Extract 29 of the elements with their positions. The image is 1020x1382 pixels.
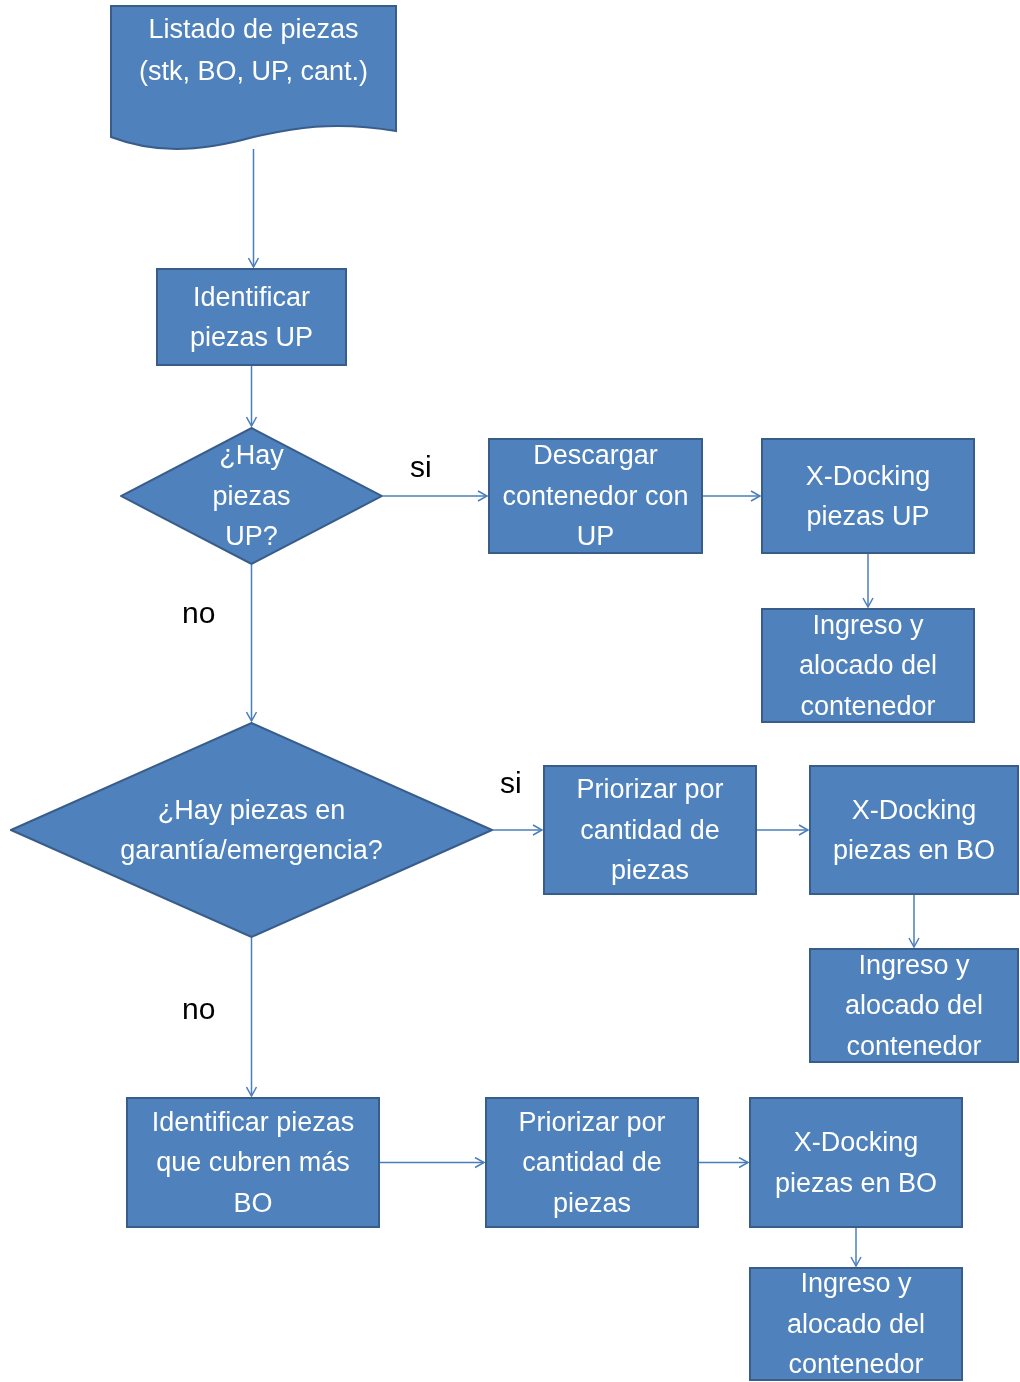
arrow bbox=[492, 824, 543, 836]
process-box: X-Docking piezas UP bbox=[761, 438, 975, 554]
arrow bbox=[245, 365, 258, 427]
decision-text: ¿Hay piezas UP? bbox=[211, 439, 292, 554]
arrow bbox=[245, 564, 258, 722]
process-box: Priorizar por cantidad de piezas bbox=[543, 765, 757, 895]
process-box: X-Docking piezas en BO bbox=[809, 765, 1019, 895]
arrow bbox=[862, 553, 874, 608]
document-text: Listado de piezas (stk, BO, UP, cant.) bbox=[137, 13, 370, 88]
process-box: Identificar piezas que cubren más BO bbox=[126, 1097, 380, 1228]
process-box: Ingreso y alocado del contenedor bbox=[761, 608, 975, 723]
arrow bbox=[850, 1227, 862, 1267]
decision-text: ¿Hay piezas en garantía/emergencia? bbox=[119, 793, 384, 867]
arrow bbox=[382, 490, 488, 502]
process-box: X-Docking piezas en BO bbox=[749, 1097, 963, 1228]
process-box: Ingreso y alocado del contenedor bbox=[749, 1267, 963, 1381]
arrow bbox=[908, 894, 920, 948]
process-box: Descargar contenedor con UP bbox=[488, 438, 703, 554]
arrow bbox=[702, 490, 761, 502]
decision-diamond bbox=[120, 427, 383, 565]
process-box: Priorizar por cantidad de piezas bbox=[485, 1097, 699, 1228]
process-box: Identificar piezas UP bbox=[156, 268, 347, 366]
arrow bbox=[245, 937, 258, 1097]
arrow bbox=[247, 148, 260, 268]
arrow bbox=[756, 824, 809, 836]
arrow bbox=[698, 1156, 749, 1169]
process-box: Ingreso y alocado del contenedor bbox=[809, 948, 1019, 1063]
arrow bbox=[379, 1156, 485, 1169]
decision-diamond bbox=[10, 722, 493, 938]
